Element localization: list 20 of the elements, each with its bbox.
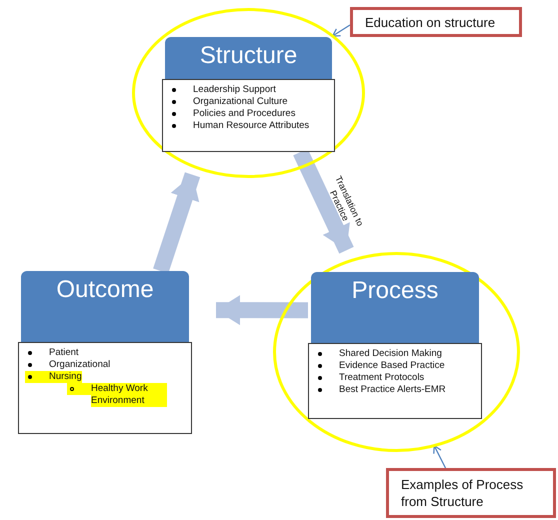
list-item: Organizational [49, 359, 110, 371]
list-item: Healthy Work Environment [91, 383, 167, 407]
list-item: Evidence Based Practice [339, 360, 445, 372]
block-arrow [216, 295, 308, 326]
block-arrow [153, 172, 200, 274]
callout-box [386, 468, 556, 518]
list-item: Nursing [49, 371, 82, 383]
list-item: Leadership Support [193, 84, 276, 96]
callout-box [350, 7, 522, 37]
list-item: Best Practice Alerts-EMR [339, 384, 446, 396]
list-item: Human Resource Attributes [193, 120, 310, 132]
list-item: Organizational Culture [193, 96, 288, 108]
list-item: Treatment Protocols [339, 372, 424, 384]
leader-arrow [433, 445, 446, 468]
leader-arrow [332, 24, 350, 37]
list-item: Policies and Procedures [193, 108, 296, 120]
callout-text: Examples of Process from Structure [401, 476, 524, 510]
callout-text: Education on structure [365, 14, 496, 30]
list-item: Shared Decision Making [339, 348, 442, 360]
list-item: Patient [49, 347, 79, 359]
